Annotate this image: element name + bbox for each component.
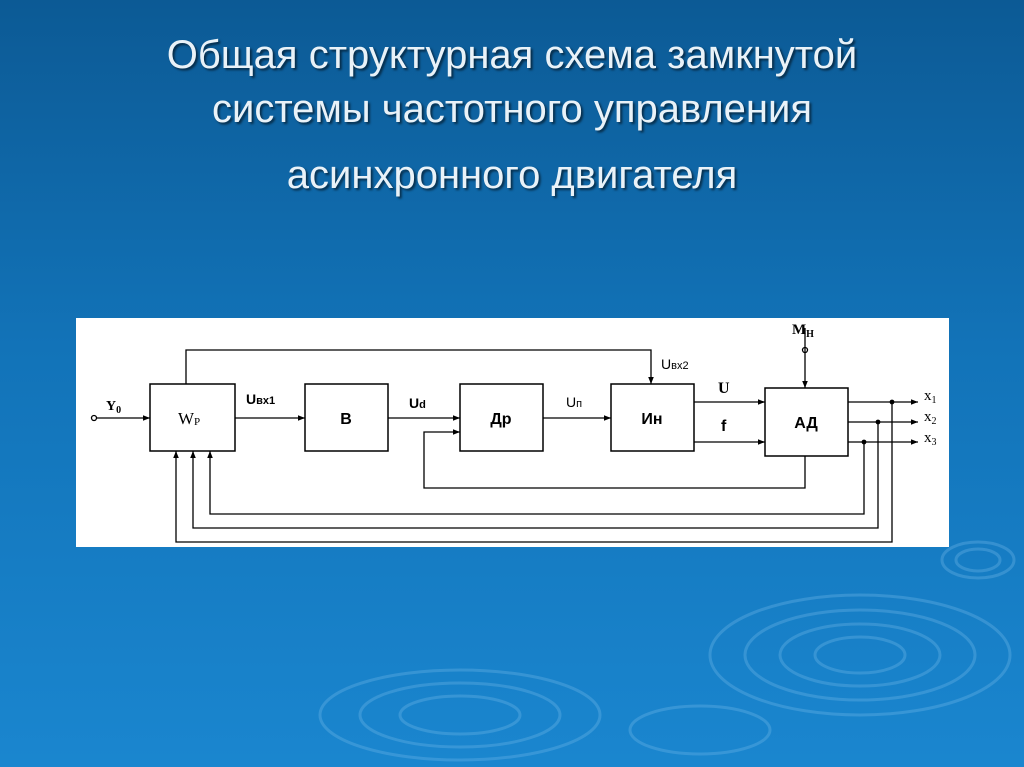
block-diagram: WP В Др Ин АД Y0 Uвх1 Ud Uп Uвх2 U f MН … [76, 318, 949, 547]
label-x2: x2 [924, 409, 937, 427]
arrow-ad-feedback-to-dr [423, 429, 806, 489]
slide-title: Общая структурная схема замкнутой систем… [60, 28, 964, 202]
junction-x1 [889, 399, 895, 405]
label-u-vx1: Uвх1 [246, 391, 275, 407]
label-m-n: MН [792, 322, 814, 340]
block-dr-label: Др [490, 411, 511, 428]
block-v-label: В [340, 411, 352, 428]
label-u-vx2: Uвх2 [661, 356, 689, 372]
feedback-x3-to-wp [207, 442, 865, 515]
title-line-2: системы частотного управления [211, 87, 813, 131]
junction-x2 [875, 419, 881, 425]
block-ad-label: АД [794, 415, 818, 432]
feedback-x2-to-wp [190, 422, 879, 529]
label-u-p: Uп [566, 394, 582, 410]
block-wp-label: WP [178, 409, 200, 428]
title-line-1: Общая структурная схема замкнутой [166, 33, 858, 77]
block-diagram-svg: WP В Др Ин АД Y0 Uвх1 Ud Uп Uвх2 U f MН … [90, 322, 937, 543]
junction-x3 [861, 439, 867, 445]
label-u-d: Ud [409, 395, 426, 411]
input-terminal-y0 [90, 414, 98, 422]
arrow-wp-to-in-uvx2 [185, 349, 654, 384]
label-x1: x1 [924, 388, 937, 406]
label-x3: x3 [924, 430, 937, 448]
label-u: U [718, 380, 730, 397]
feedback-x1-to-wp [173, 402, 893, 543]
label-f: f [721, 418, 727, 435]
block-in-label: Ин [641, 411, 662, 428]
title-line-3: асинхронного двигателя [286, 153, 738, 197]
label-y0: Y0 [106, 399, 121, 416]
